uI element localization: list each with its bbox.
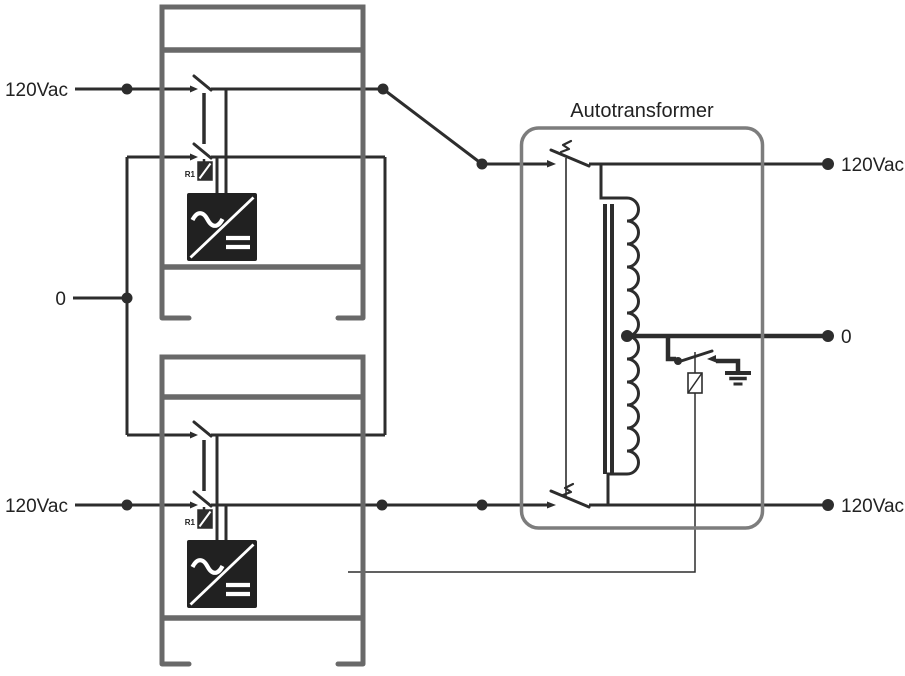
- external-wiring: [73, 83, 834, 573]
- autotransformer-switch-bottom: [547, 482, 591, 509]
- terminal-label-left-top: 120Vac: [5, 80, 68, 101]
- center-tap-dot: [621, 330, 633, 342]
- ground-bond-relay: [665, 338, 751, 394]
- relay-coil-slash: [198, 162, 212, 180]
- gang-link-hook-icon: [559, 139, 573, 154]
- switch-blade: [192, 420, 213, 438]
- terminal-dot: [822, 158, 834, 170]
- switch-blade: [192, 74, 213, 92]
- inverter-diagonal: [189, 196, 255, 259]
- wire-relay-control: [348, 393, 696, 573]
- terminal-labels: 120Vac 0 120Vac 120Vac 0 120Vac: [5, 80, 904, 517]
- autotransformer-switch-top: [547, 139, 591, 168]
- gang-link-hook-icon: [561, 482, 575, 497]
- terminal-label-right-top: 120Vac: [841, 155, 904, 176]
- terminal-label-left-mid: 0: [55, 289, 66, 310]
- terminal-dot: [121, 292, 133, 304]
- wire-transfer-diagonal: [382, 87, 483, 166]
- contact-arrow-icon: [190, 501, 198, 509]
- bond-to-ground: [716, 358, 741, 371]
- winding-top-lead: [599, 164, 627, 200]
- winding-bottom-lead: [606, 472, 627, 505]
- contact-arrow-icon: [190, 85, 198, 93]
- switch-blade: [192, 490, 213, 508]
- terminal-dot: [476, 158, 488, 170]
- contact-arrow-icon: [190, 431, 198, 439]
- autotransformer-title: Autotransformer: [570, 100, 714, 122]
- switch-blade: [549, 148, 591, 168]
- contact-arrow-icon: [547, 501, 556, 509]
- terminal-dot: [121, 83, 133, 95]
- contact-arrow-icon: [190, 153, 198, 161]
- relay-coil-slash: [687, 372, 703, 394]
- relay-label-top: R1: [185, 170, 196, 179]
- inverter-icon: [187, 540, 257, 608]
- terminal-label-right-mid: 0: [841, 327, 852, 348]
- terminal-label-right-bottom: 120Vac: [841, 496, 904, 517]
- autotransformer: Autotransformer: [519, 100, 765, 530]
- ac-sine-glyph: [190, 211, 225, 228]
- inverter-icon: [187, 193, 257, 261]
- terminal-dot: [822, 330, 834, 342]
- terminal-dot: [121, 499, 133, 511]
- autotransformer-winding: [599, 164, 640, 505]
- switch-blade: [192, 142, 213, 160]
- dc-bars-glyph: [226, 582, 250, 597]
- relay-label-bottom: R1: [185, 518, 196, 527]
- transfer-relay-contacts-top: R1: [185, 74, 213, 181]
- inverter-top-chassis: [159, 4, 366, 318]
- dc-bars-glyph: [226, 235, 250, 250]
- terminal-label-left-bottom: 120Vac: [5, 496, 68, 517]
- switch-blade: [549, 489, 591, 509]
- inverter-bottom-chassis: [159, 354, 366, 664]
- relay-coil-slash: [198, 510, 212, 528]
- terminal-dot: [822, 499, 834, 511]
- autotransformer-enclosure: [519, 126, 765, 530]
- ground-icon: [725, 371, 751, 386]
- inverter-unit-bottom: R1: [159, 354, 366, 667]
- terminal-dot: [377, 83, 389, 95]
- terminal-dot: [376, 499, 388, 511]
- contact-arrow-icon: [707, 355, 716, 363]
- inverter-diagonal: [189, 543, 255, 606]
- contact-arrow-icon: [547, 160, 556, 168]
- ac-sine-glyph: [190, 558, 225, 575]
- terminal-dot: [476, 499, 488, 511]
- transfer-relay-contacts-bottom: R1: [185, 420, 213, 529]
- inverter-unit-top: R1: [159, 4, 366, 321]
- bond-drop: [665, 338, 676, 362]
